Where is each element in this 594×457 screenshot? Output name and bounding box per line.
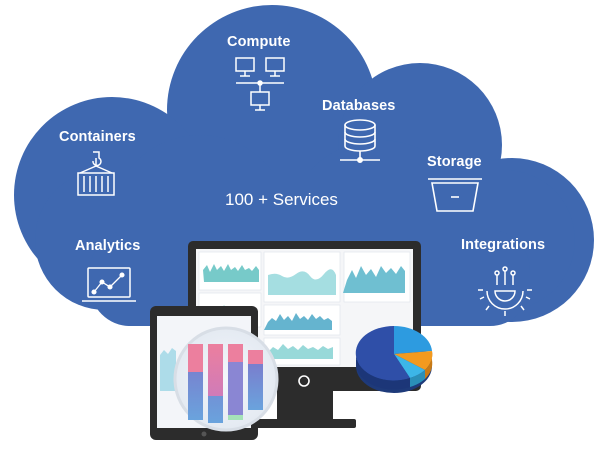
network-computers-icon bbox=[235, 57, 285, 111]
storage-label: Storage bbox=[427, 154, 482, 170]
compute-label: Compute bbox=[227, 34, 291, 50]
shipping-container-icon bbox=[77, 151, 115, 196]
database-icon bbox=[340, 119, 380, 164]
databases-label: Databases bbox=[322, 98, 396, 114]
magnifier-bar-chart bbox=[173, 326, 279, 432]
integrations-label: Integrations bbox=[461, 237, 546, 253]
storage-drawer-icon bbox=[428, 178, 482, 212]
containers-label: Containers bbox=[59, 129, 136, 145]
laptop-chart-icon bbox=[82, 267, 136, 302]
integration-gear-icon bbox=[478, 266, 532, 316]
analytics-label: Analytics bbox=[75, 238, 141, 254]
pie-chart-3d bbox=[355, 325, 433, 393]
services-count-label: 100 + Services bbox=[225, 190, 338, 209]
